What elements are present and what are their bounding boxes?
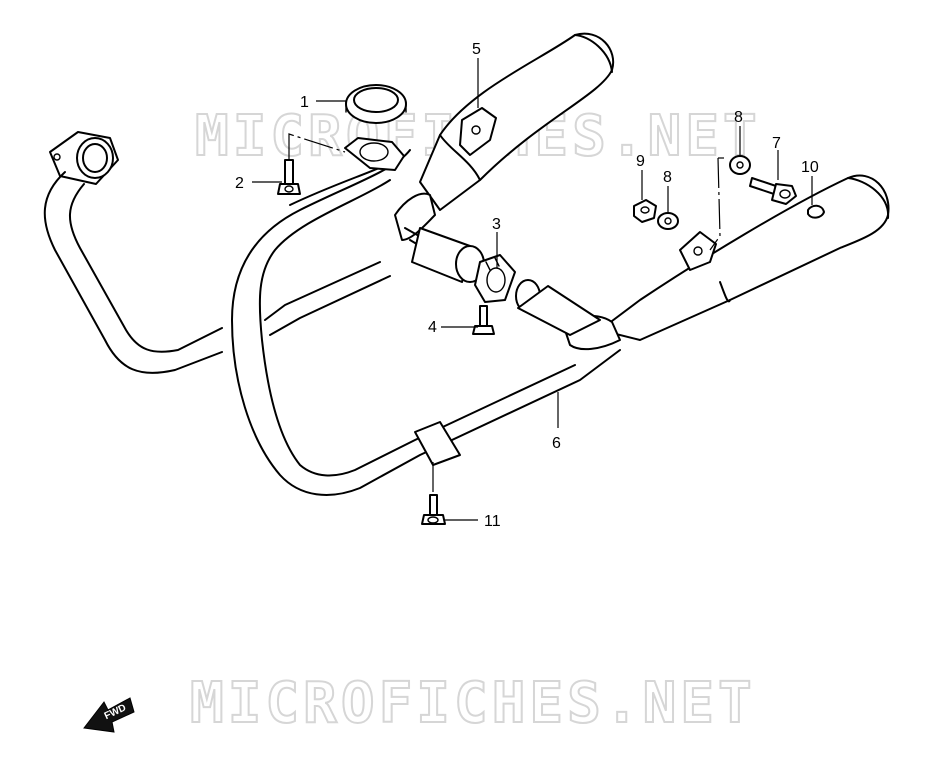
part-number-11: 11	[484, 513, 501, 530]
watermark-bottom: MICROFICHES.NET	[190, 671, 756, 736]
part-number-6: 6	[552, 435, 561, 452]
bolt-part-11	[421, 494, 446, 525]
clamp	[411, 227, 516, 303]
part-number-10: 10	[801, 159, 819, 176]
cap-part-10	[807, 204, 825, 219]
washer-part-8-lower	[657, 212, 679, 230]
front-exhaust-pipe	[43, 131, 223, 374]
part-number-9: 9	[636, 153, 645, 170]
part-number-1: 1	[300, 94, 309, 111]
part-number-8-upper: 8	[734, 109, 743, 126]
nut-part-9	[633, 199, 657, 223]
part-number-5: 5	[472, 41, 481, 58]
bolt-part-2	[277, 159, 301, 195]
bolt-part-7	[749, 177, 797, 205]
part-labels: 1 2 3 4 5 6 7 8 8 9 10 11	[235, 41, 819, 530]
fwd-arrow-badge: FWD	[83, 697, 135, 733]
part-number-2: 2	[235, 175, 244, 192]
joint-pipe	[515, 279, 601, 336]
part-number-3: 3	[492, 216, 501, 233]
part-number-7: 7	[772, 135, 781, 152]
bolt-part-4	[472, 305, 495, 335]
gasket	[345, 84, 407, 124]
part-number-4: 4	[428, 319, 437, 336]
part-number-8-lower: 8	[663, 169, 672, 186]
washer-part-8-upper	[729, 155, 751, 175]
leader-lines	[252, 58, 813, 521]
